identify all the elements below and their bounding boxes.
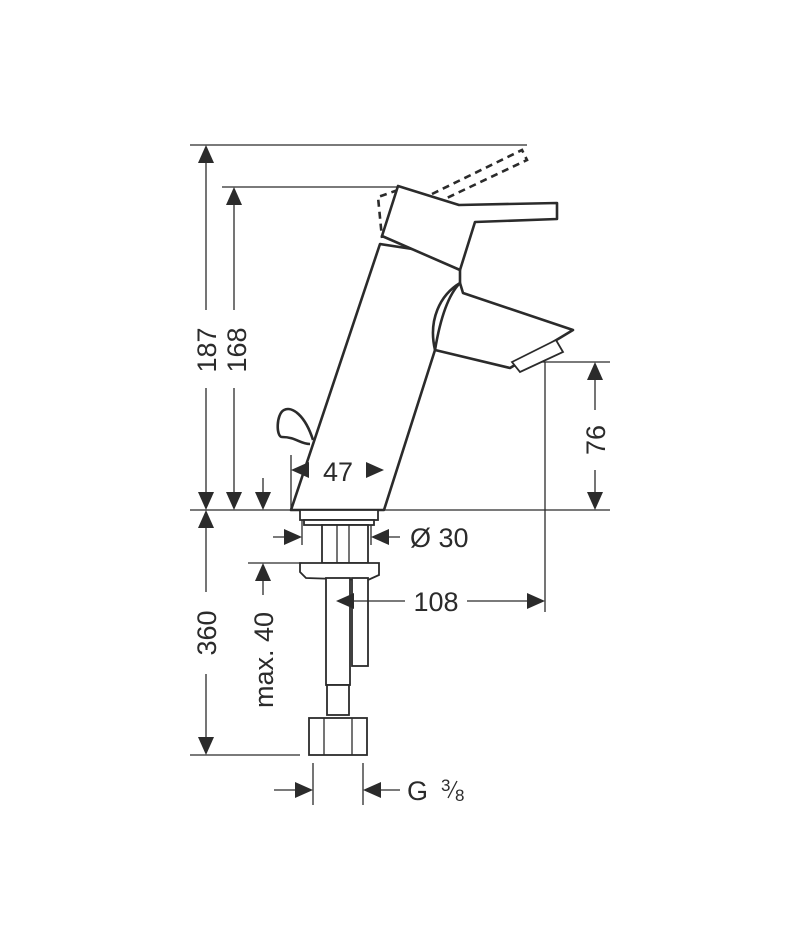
supply-hose [325,577,351,686]
reference-lines [190,144,610,805]
pop-up-rod [276,407,315,446]
lever-handle [380,184,559,272]
deck-thickness-arrow-top [255,478,271,510]
raised-lever-dashed [376,148,529,239]
dimension-label-max-40: max. 40 [249,612,279,708]
connection-nut [308,717,368,756]
dimension-label-47: 47 [323,457,353,487]
dimension-label-360: 360 [192,610,222,655]
aerator [510,338,565,374]
dimension-max-40: max. 40 [249,563,279,708]
dimension-label-187: 187 [192,327,222,372]
dimension-187: 187 [192,145,222,510]
dimension-label-g-numerator: 3 [441,776,450,795]
dimension-76: 76 [581,362,611,510]
dimension-diameter-30: Ø 30 [273,523,469,553]
hose-crimp [326,684,350,716]
threaded-rod [351,577,369,667]
dimension-label-108: 108 [413,587,458,617]
dimension-label-168: 168 [222,327,252,372]
dimension-label-g-denominator: 8 [455,786,464,805]
dimension-47: 47 [291,457,384,487]
base-flange [299,509,379,521]
dimension-label-g: G [407,776,428,806]
mounting-set [299,524,380,756]
dimension-label-76: 76 [581,425,611,455]
dimension-g-3-8: G 3 8 [274,776,464,806]
dimension-360: 360 [192,510,222,755]
dimension-168: 168 [222,187,252,510]
dimension-108: 108 [336,587,545,617]
dimension-label-diameter-30: Ø 30 [410,523,469,553]
faucet-outline [276,148,575,526]
